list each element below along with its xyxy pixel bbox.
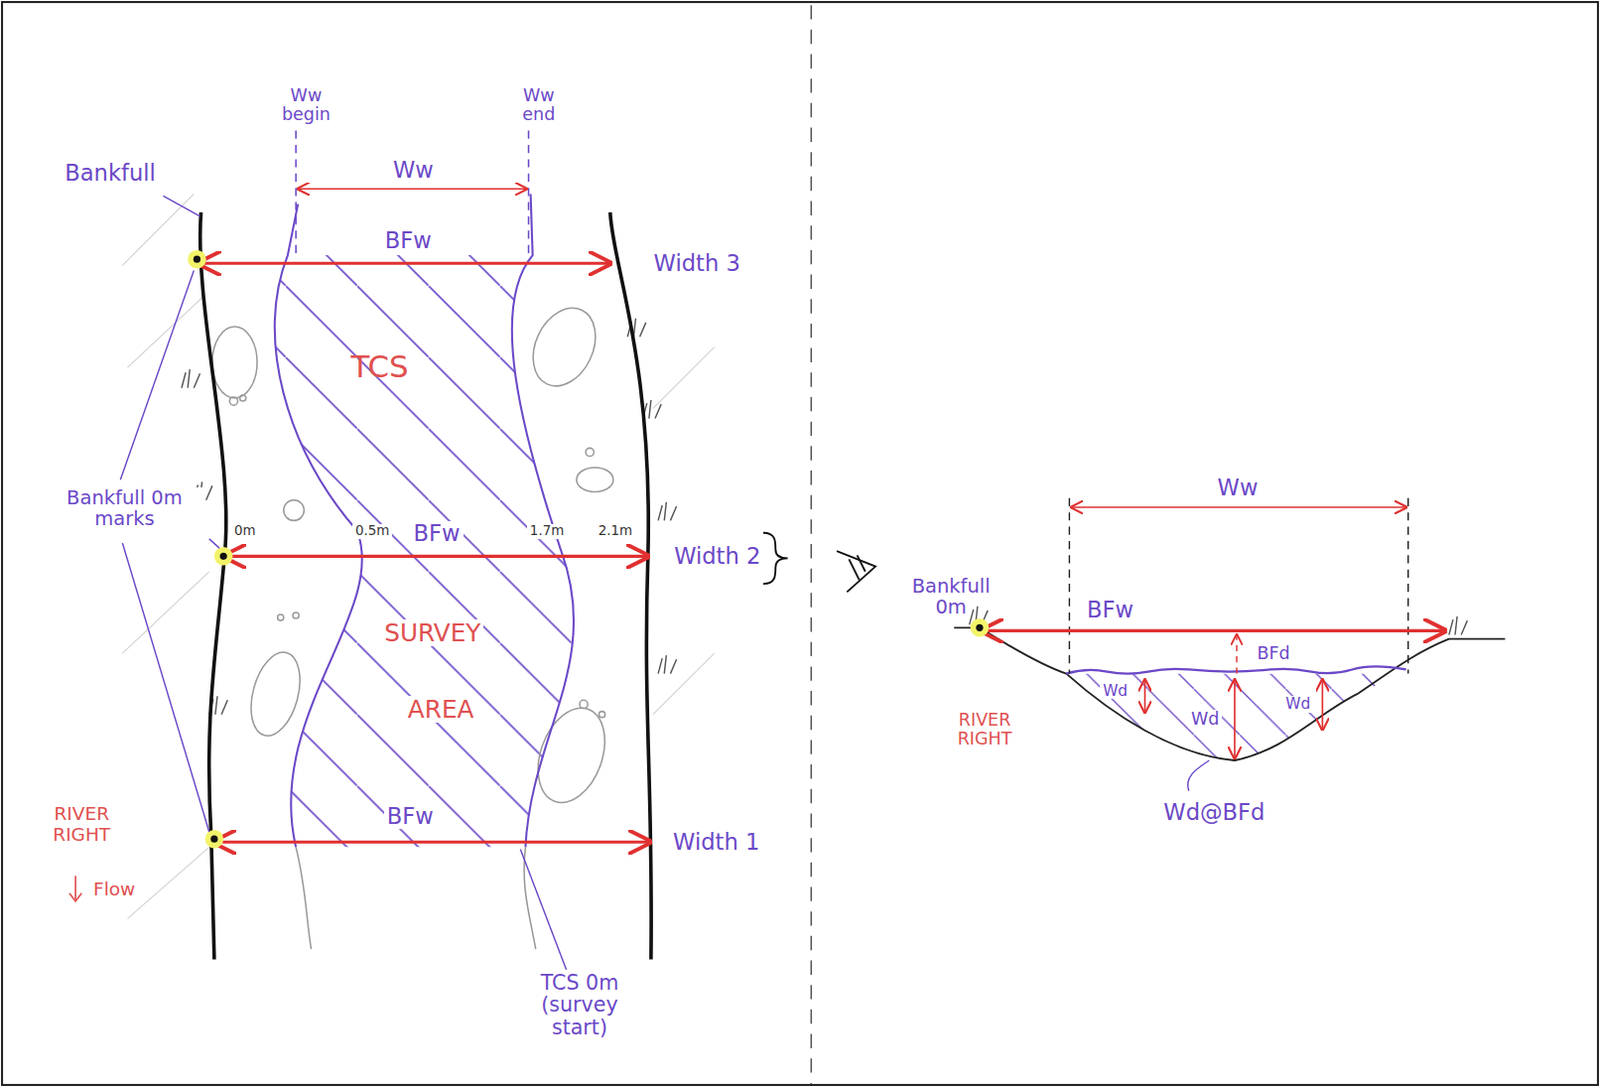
- annotation-label: BFw: [1083, 597, 1137, 623]
- annotation-label: 2.1m: [595, 524, 636, 539]
- annotation-label: Bankfull 0m: [895, 575, 1008, 619]
- annotation-label: 0m: [231, 524, 260, 539]
- annotation-label: Width 3: [654, 251, 741, 276]
- annotation-label: Width 2: [673, 543, 761, 569]
- annotation-label: Bankfull: [64, 160, 156, 186]
- annotation-label: 1.7m: [527, 524, 567, 539]
- annotation-label: TCS 0m (survey start): [518, 971, 641, 1040]
- annotation-label: Flow: [93, 879, 135, 900]
- annotation-label: Wd: [1282, 695, 1314, 713]
- annotation-label: Ww end: [508, 86, 570, 126]
- annotation-label: BFw: [382, 228, 435, 254]
- annotation-label: Ww begin: [269, 86, 342, 126]
- annotation-label: Ww: [393, 157, 434, 183]
- annotation-label: BFw: [410, 521, 464, 546]
- annotation-label: Wd@BFd: [1163, 800, 1265, 825]
- annotation-label: Wd: [1099, 682, 1131, 700]
- annotation-label: RIVER RIGHT: [933, 710, 1037, 750]
- annotation-label: RIVER RIGHT: [30, 803, 134, 845]
- annotation-label: BFw: [384, 803, 437, 829]
- annotation-label: Bankfull 0m marks: [44, 487, 204, 531]
- annotation-label: TCS: [350, 350, 408, 385]
- annotation-label: Wd: [1188, 709, 1222, 729]
- annotation-label: 0.5m: [352, 524, 393, 539]
- annotation-label: SURVEY: [381, 619, 484, 647]
- annotation-label: AREA: [404, 695, 478, 723]
- annotation-label: Ww: [1217, 475, 1259, 501]
- annotation-label: Width 1: [672, 829, 760, 855]
- annotation-label: BFd: [1253, 644, 1293, 664]
